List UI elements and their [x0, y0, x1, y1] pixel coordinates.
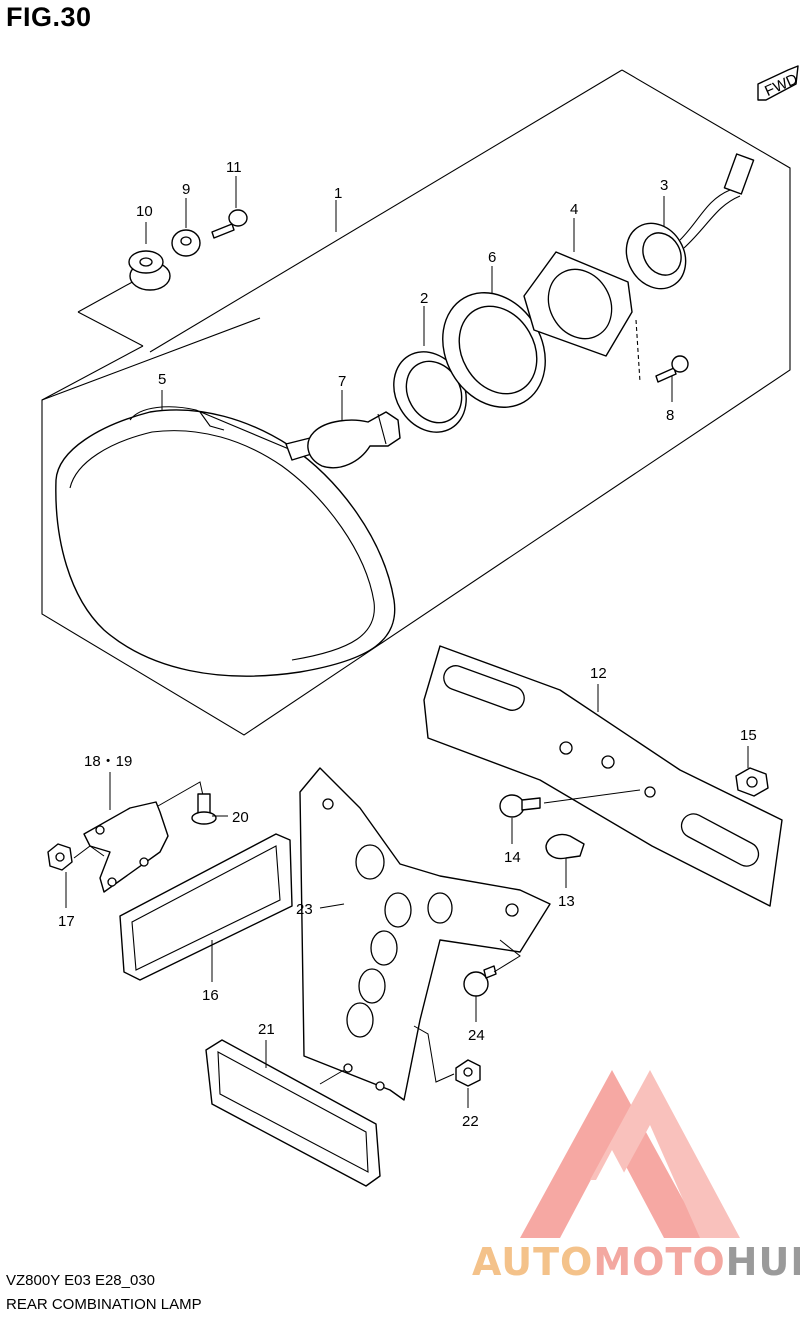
callout-14: 14	[504, 849, 521, 866]
plate-bracket-part-23	[299, 767, 551, 1101]
socket-ring-part-2	[393, 351, 467, 433]
watermark-text: AUTOMOTOHUB	[472, 1240, 800, 1284]
callout-labels: 1 2 3 4 5 6 7 8 9 10 11 12 13 14 15 16 1…	[58, 159, 757, 1130]
side-bracket-part-18-19	[83, 781, 205, 893]
nut-part-17	[47, 843, 105, 871]
callout-10: 10	[136, 203, 153, 220]
grommet-part-10	[128, 250, 171, 291]
callout-20: 20	[232, 809, 249, 826]
callout-4: 4	[570, 201, 578, 218]
nut-part-22	[319, 1025, 481, 1087]
bolt-part-20	[191, 793, 217, 825]
callout-8: 8	[666, 407, 674, 424]
callout-2: 2	[420, 290, 428, 307]
watermark-logo	[520, 1070, 740, 1238]
reflector-part-16	[119, 833, 293, 981]
license-bracket-part-12	[423, 645, 783, 907]
gasket-part-4	[523, 251, 633, 357]
lamp-lens-part-5	[55, 406, 396, 677]
leader-lines	[65, 176, 749, 1108]
callout-6: 6	[488, 249, 496, 266]
callout-22: 22	[462, 1113, 479, 1130]
callout-7: 7	[338, 373, 346, 390]
callout-11: 11	[226, 159, 242, 176]
callout-21: 21	[258, 1021, 275, 1038]
screw-part-14	[499, 789, 641, 818]
callout-1: 1	[334, 185, 342, 202]
fwd-arrow-icon: FWD	[757, 65, 800, 101]
nut-part-15	[735, 767, 769, 797]
page-caption: REAR COMBINATION LAMP	[6, 1296, 202, 1313]
callout-3: 3	[660, 177, 668, 194]
screw-part-8	[635, 319, 689, 383]
socket-part-3	[625, 153, 755, 290]
callout-12: 12	[590, 665, 607, 682]
washer-part-9	[171, 229, 201, 257]
callout-24: 24	[468, 1027, 485, 1044]
watermark-part-auto: AUTO	[472, 1240, 594, 1284]
watermark-part-hub: HUB	[725, 1240, 800, 1284]
bulb-part-7	[307, 411, 401, 469]
callout-13: 13	[558, 893, 575, 910]
callout-5: 5	[158, 371, 166, 388]
cap-part-13	[545, 833, 585, 860]
callout-17: 17	[58, 913, 75, 930]
callout-15: 15	[740, 727, 757, 744]
callout-16: 16	[202, 987, 219, 1004]
watermark-part-moto: MOTO	[593, 1240, 726, 1284]
lamp-assembly-outline	[41, 69, 791, 736]
callout-23: 23	[296, 901, 313, 918]
screw-part-24	[463, 939, 521, 997]
screw-part-11	[211, 209, 248, 239]
reflector-part-21	[205, 1039, 381, 1187]
callout-9: 9	[182, 181, 190, 198]
figure-title: FIG.30	[6, 2, 92, 32]
model-code: VZ800Y E03 E28_030	[6, 1272, 156, 1289]
callout-18-19: 18・19	[84, 753, 132, 770]
